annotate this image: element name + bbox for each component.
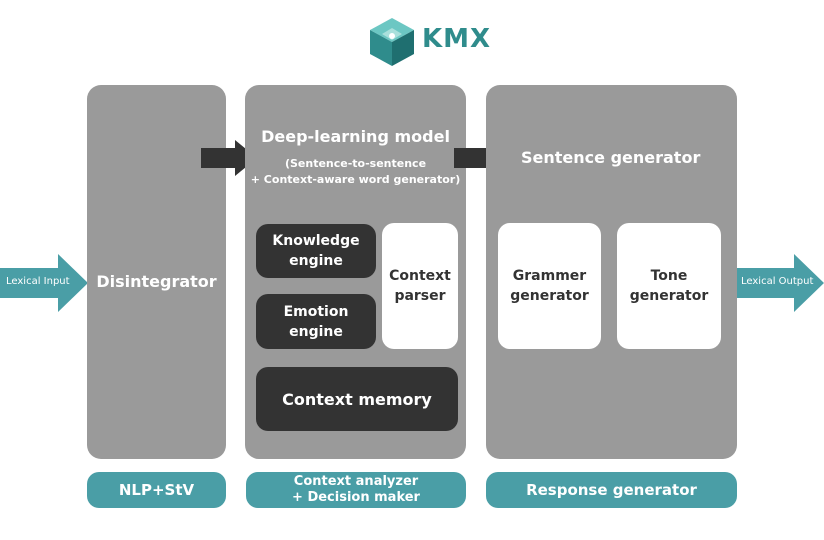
tone-generator-box: Tone generator [617,223,721,349]
deep-learning-title: Deep-learning model [261,127,450,146]
nlp-stv-label: NLP+StV [87,472,226,508]
lexical-output-arrow [736,254,824,312]
grammer-generator-line2: generator [510,288,589,304]
lexical-input-label: Lexical Input [6,276,70,287]
context-memory-box: Context memory [256,367,458,431]
context-parser-line2: parser [394,288,446,304]
tone-generator-line1: Tone [650,268,688,284]
deep-learning-subtitle-1: (Sentence-to-sentence [284,157,427,170]
logo-text: KMX [422,24,492,54]
logo: KMX [368,16,492,66]
grammer-generator-line1: Grammer [512,268,587,284]
context-analyzer-line2: + Decision maker [292,490,420,505]
lexical-input-arrow [0,254,88,312]
knowledge-engine-line1: Knowledge [272,233,360,249]
kmx-logo-icon [370,18,414,66]
grammer-generator-box: Grammer generator [498,223,601,349]
emotion-engine-box: Emotion engine [256,294,376,349]
response-generator-text: Response generator [526,481,697,499]
disintegrator-panel [87,85,226,459]
context-analyzer-line1: Context analyzer [293,474,419,489]
knowledge-engine-line2: engine [289,253,343,269]
disintegrator-title: Disintegrator [96,272,217,291]
deep-learning-subtitle-2: + Context-aware word generator) [250,173,461,186]
emotion-engine-line1: Emotion [283,303,349,320]
context-parser-box: Context parser [382,223,458,349]
emotion-engine-line2: engine [289,323,343,340]
lexical-output-label: Lexical Output [741,276,814,287]
response-generator-label: Response generator [486,472,737,508]
context-analyzer-label: Context analyzer + Decision maker [246,472,466,508]
sentence-generator-title: Sentence generator [521,148,701,167]
tone-generator-line2: generator [629,288,709,304]
context-parser-line1: Context [389,268,451,284]
nlp-stv-text: NLP+StV [118,481,195,499]
context-memory-text: Context memory [282,389,432,409]
arrow-to-deep-learning [201,140,257,176]
knowledge-engine-box: Knowledge engine [256,224,376,278]
